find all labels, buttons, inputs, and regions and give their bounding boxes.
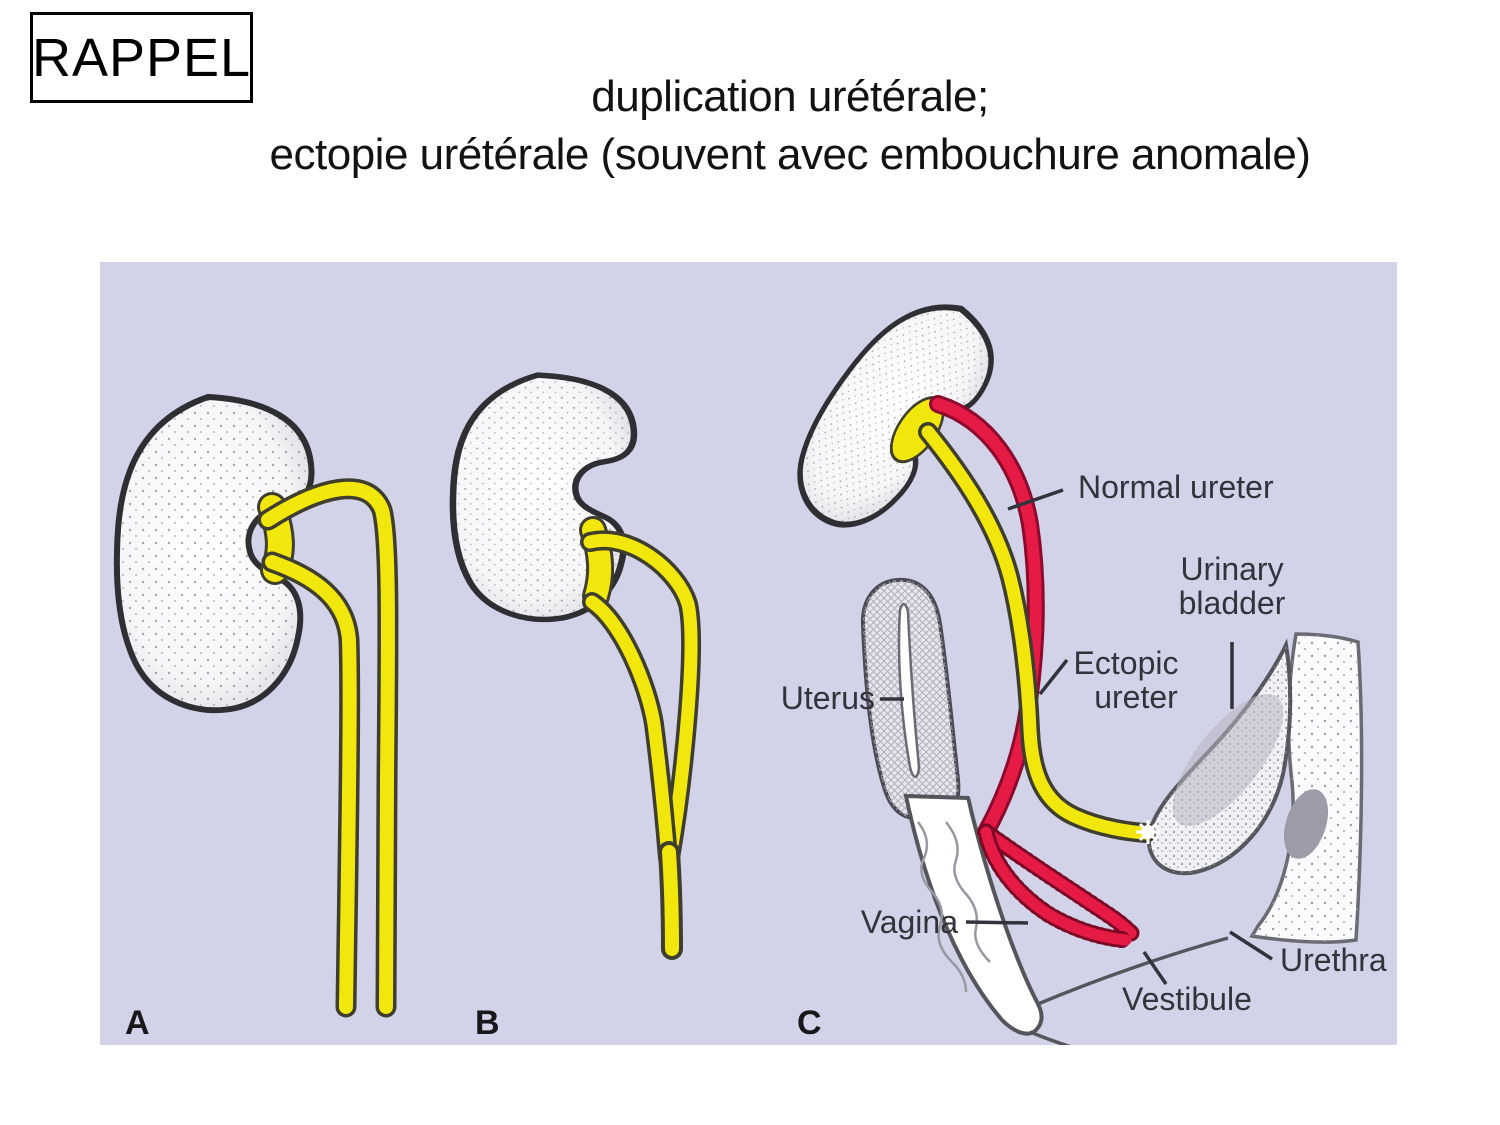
- ureter-bladder-entry-burst: [1136, 820, 1160, 844]
- ureter-b-lower: [585, 595, 675, 865]
- ectopic-ureter-red: [929, 395, 1045, 841]
- vaginal-rugae-2: [945, 821, 991, 963]
- vestibule-floor: [1037, 936, 1229, 1006]
- vaginal-rugae-1: [917, 821, 968, 993]
- label-vagina: Vagina: [861, 904, 958, 940]
- rappel-badge: RAPPEL: [30, 12, 253, 103]
- leader-ectopic-ureter: [1038, 658, 1069, 696]
- bladder-shading: [1172, 693, 1284, 827]
- slide-title: duplication urétérale; ectopie urétérale…: [80, 68, 1500, 184]
- label-vestibule: Vestibule: [1122, 981, 1252, 1017]
- rappel-badge-text: RAPPEL: [31, 27, 252, 88]
- panel-letter-a: A: [125, 1004, 150, 1042]
- pubic-symphysis: [1283, 789, 1329, 859]
- bladder: [1146, 638, 1293, 876]
- ureters-b: [580, 530, 701, 960]
- leader-normal-ureter: [1007, 488, 1064, 511]
- label-uterus: Uterus: [781, 680, 875, 716]
- label-ectopic-ureter-line1: Ectopic: [1074, 645, 1179, 681]
- leader-vestibule: [1142, 951, 1168, 985]
- figure-background: [100, 262, 1397, 1045]
- leader-lines: [880, 488, 1273, 985]
- label-urinary-bladder-line2: bladder: [1179, 585, 1286, 621]
- anatomy-figure-svg: Normal ureter Urinary bladder Ectopic ur…: [100, 262, 1397, 1062]
- anatomy-figure: Normal ureter Urinary bladder Ectopic ur…: [100, 262, 1397, 1062]
- uterus: [860, 577, 961, 820]
- ectopic-ureter-trunk: [932, 398, 1042, 838]
- normal-ureter-tube: [921, 425, 1153, 840]
- ureter-a-upper: [261, 481, 395, 1014]
- slide-title-line1: duplication urétérale;: [591, 72, 989, 121]
- vagina: [903, 793, 1044, 1036]
- slide-title-line2: ectopie urétérale (souvent avec embouchu…: [269, 130, 1311, 179]
- ectopic-ureter-branches: [977, 823, 1140, 949]
- label-ectopic-ureter-line2: ureter: [1094, 679, 1178, 715]
- ectopic-branch-upper: [980, 826, 1137, 939]
- ectopic-branch-lower: [980, 826, 1132, 946]
- panel-letter-c: C: [797, 1004, 822, 1042]
- label-normal-ureter: Normal ureter: [1078, 469, 1274, 505]
- ureters-a: [257, 478, 399, 1018]
- panel-letter-b: B: [475, 1004, 500, 1042]
- ureter-b-upper: [583, 533, 698, 865]
- body-wall: [1249, 632, 1364, 944]
- leader-vagina: [965, 920, 1029, 925]
- label-urethra: Urethra: [1280, 942, 1387, 978]
- ureter-a-lower: [265, 555, 357, 1014]
- label-urinary-bladder-line1: Urinary: [1180, 551, 1283, 587]
- normal-ureter-yellow: [918, 422, 1156, 843]
- ureter-b-common: [662, 845, 679, 956]
- leader-urethra: [1229, 930, 1273, 961]
